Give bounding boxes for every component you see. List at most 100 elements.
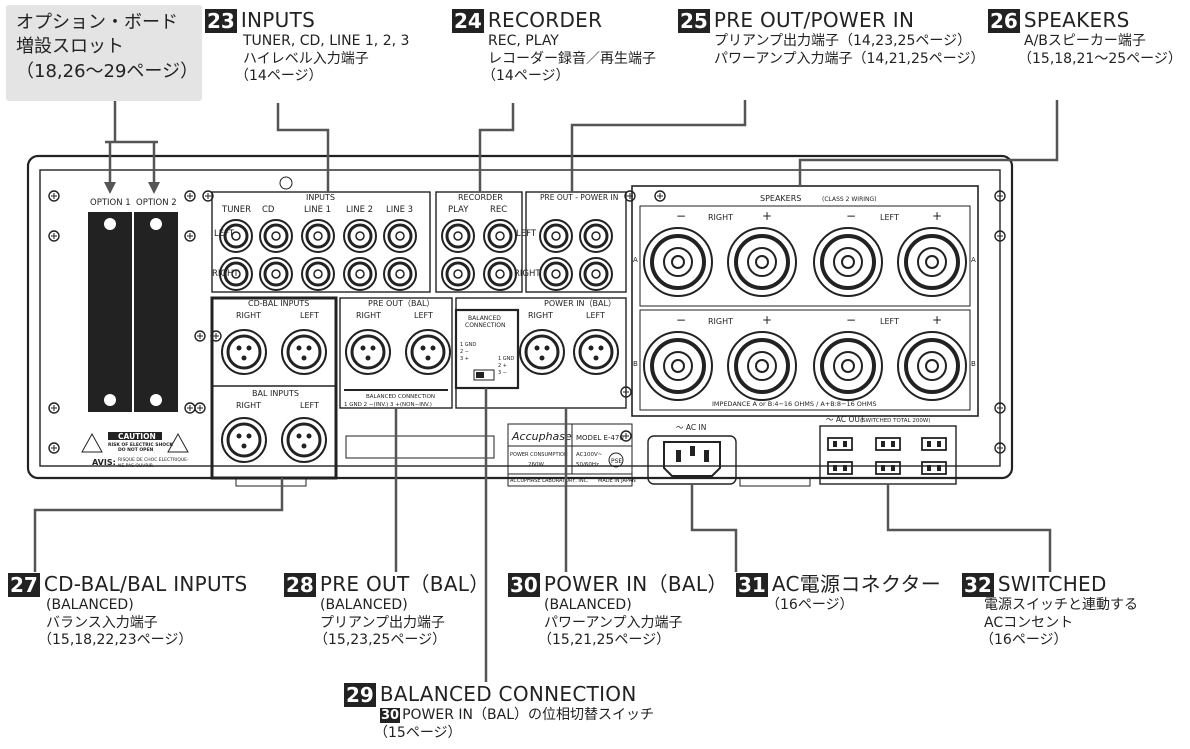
nameplate: Accuphase MODEL E-470 POWER CONSUMPTION … bbox=[507, 423, 636, 487]
callout-line: 電源スイッチと連動する bbox=[984, 597, 1138, 613]
rca-jack bbox=[301, 257, 335, 291]
ac-outlet bbox=[827, 437, 853, 451]
input-column-label: CD bbox=[262, 205, 275, 215]
svg-text:3 +: 3 + bbox=[460, 356, 469, 362]
callout-line: （15,18,21〜25ページ） bbox=[1018, 50, 1182, 67]
speaker-binding-post bbox=[727, 331, 797, 401]
xlr-jack bbox=[281, 329, 327, 375]
callout-number: 24 bbox=[452, 8, 484, 33]
screw bbox=[48, 442, 60, 454]
svg-text:A: A bbox=[633, 256, 638, 264]
xlr-jack bbox=[221, 417, 267, 463]
svg-text:PRE OUT（BAL）: PRE OUT（BAL） bbox=[368, 299, 434, 308]
svg-text:(SWITCHED TOTAL 200W): (SWITCHED TOTAL 200W) bbox=[860, 418, 930, 424]
svg-text:LEFT: LEFT bbox=[300, 311, 319, 320]
callout-line: ハイレベル入力端子 bbox=[243, 50, 369, 67]
xlr-jack bbox=[519, 329, 565, 375]
callout-line: （16ページ） bbox=[766, 597, 854, 613]
svg-text:+: + bbox=[932, 209, 942, 223]
svg-text:RIGHT: RIGHT bbox=[356, 311, 381, 320]
ac-out-outlets: ～ AC OUT (SWITCHED TOTAL 200W) bbox=[819, 415, 957, 485]
svg-text:SPEAKERS: SPEAKERS bbox=[760, 194, 801, 203]
balanced-connection-switch: BALANCED CONNECTION 1 GND 2 − 3 + 1 GND … bbox=[454, 308, 520, 390]
input-column-label: LINE 2 bbox=[346, 205, 373, 215]
rca-jack bbox=[483, 257, 517, 291]
svg-text:AVIS:: AVIS: bbox=[92, 458, 116, 467]
option-slots: OPTION 1 OPTION 2 bbox=[88, 198, 178, 412]
svg-text:2 +: 2 + bbox=[498, 363, 507, 369]
callout-number: 31 bbox=[736, 572, 768, 597]
callout-line: （14ページ） bbox=[482, 68, 570, 84]
svg-text:RIGHT: RIGHT bbox=[708, 213, 733, 222]
leader-lines bbox=[33, 100, 1059, 682]
svg-text:DO NOT OPEN: DO NOT OPEN bbox=[118, 447, 154, 453]
ac-outlet bbox=[921, 461, 947, 475]
speaker-binding-post bbox=[813, 331, 883, 401]
speaker-binding-post bbox=[897, 331, 967, 401]
svg-text:+: + bbox=[932, 313, 942, 327]
svg-text:B: B bbox=[971, 360, 976, 368]
callout-line: パワーアンプ入力端子（14,21,25ページ） bbox=[714, 50, 985, 67]
rca-jack bbox=[579, 257, 613, 291]
svg-text:REC: REC bbox=[490, 205, 507, 215]
callout-line: （15,18,22,23ページ） bbox=[38, 632, 193, 648]
callout-number: 28 bbox=[284, 572, 316, 597]
svg-text:POWER IN（BAL）: POWER IN（BAL） bbox=[544, 299, 616, 308]
svg-text:LEFT: LEFT bbox=[516, 229, 537, 239]
option-2-label: OPTION 2 bbox=[136, 198, 177, 208]
speaker-binding-post bbox=[643, 227, 713, 297]
svg-text:2 −: 2 − bbox=[460, 349, 469, 355]
callout-line: レコーダー録音／再生端子 bbox=[488, 50, 656, 67]
svg-text:CD-BAL INPUTS: CD-BAL INPUTS bbox=[248, 299, 309, 308]
rca-jack bbox=[441, 257, 475, 291]
svg-text:−: − bbox=[676, 209, 686, 223]
callout-line: REC, PLAY bbox=[488, 33, 559, 49]
rca-jack bbox=[343, 219, 377, 253]
option-box-line3: （18,26〜29ページ） bbox=[16, 60, 199, 82]
option-box-line1: オプション・ボード bbox=[16, 12, 178, 33]
xlr-jack bbox=[405, 329, 451, 375]
svg-text:LEFT: LEFT bbox=[586, 311, 605, 320]
callout-line: (BALANCED) bbox=[46, 597, 134, 613]
svg-text:ACCUPHASE LABORATORY, INC.: ACCUPHASE LABORATORY, INC. bbox=[510, 478, 589, 484]
callout-number: 25 bbox=[678, 8, 710, 33]
recorder-block: RECORDER PLAY REC bbox=[435, 191, 523, 293]
svg-text:(CLASS 2 WIRING): (CLASS 2 WIRING) bbox=[822, 196, 876, 203]
svg-text:LEFT: LEFT bbox=[414, 311, 433, 320]
screw bbox=[994, 190, 1006, 202]
callout-line: （15,23,25ページ） bbox=[314, 632, 447, 648]
input-column-label: LINE 3 bbox=[386, 205, 413, 215]
callout-title: PRE OUT（BAL） bbox=[319, 572, 490, 596]
ac-outlet bbox=[875, 461, 901, 475]
xlr-jack bbox=[345, 329, 391, 375]
svg-text:RIGHT: RIGHT bbox=[708, 317, 733, 326]
rca-jack bbox=[539, 257, 573, 291]
callout-line: （16ページ） bbox=[980, 632, 1068, 648]
screw bbox=[48, 230, 60, 242]
svg-text:～ AC OUT: ～ AC OUT bbox=[826, 415, 865, 424]
screw bbox=[48, 402, 60, 414]
callout-number: 32 bbox=[962, 572, 994, 597]
svg-text:1 GND 2 −(INV.) 3 +(NON−IN: 1 GND 2 −(INV.) 3 +(NON−INV.) bbox=[344, 402, 432, 408]
svg-text:3 −: 3 − bbox=[498, 370, 507, 376]
callout-title: INPUTS bbox=[240, 8, 316, 32]
callout-title: SWITCHED bbox=[997, 572, 1107, 596]
svg-text:～ AC IN: ～ AC IN bbox=[676, 423, 706, 432]
screw bbox=[48, 190, 60, 202]
svg-text:RISK OF ELECTRIC SHOCK: RISK OF ELECTRIC SHOCK bbox=[108, 442, 173, 448]
rca-jack bbox=[219, 257, 253, 291]
rca-jack bbox=[539, 219, 573, 253]
ac-in-inlet: ～ AC IN bbox=[647, 423, 737, 485]
svg-text:BAL INPUTS: BAL INPUTS bbox=[252, 389, 299, 398]
callout-title: SPEAKERS bbox=[1023, 8, 1130, 32]
option-1-label: OPTION 1 bbox=[90, 198, 131, 208]
screw bbox=[184, 230, 196, 242]
svg-text:BALANCED CONNECTION: BALANCED CONNECTION bbox=[366, 394, 435, 400]
svg-text:LEFT: LEFT bbox=[300, 401, 319, 410]
